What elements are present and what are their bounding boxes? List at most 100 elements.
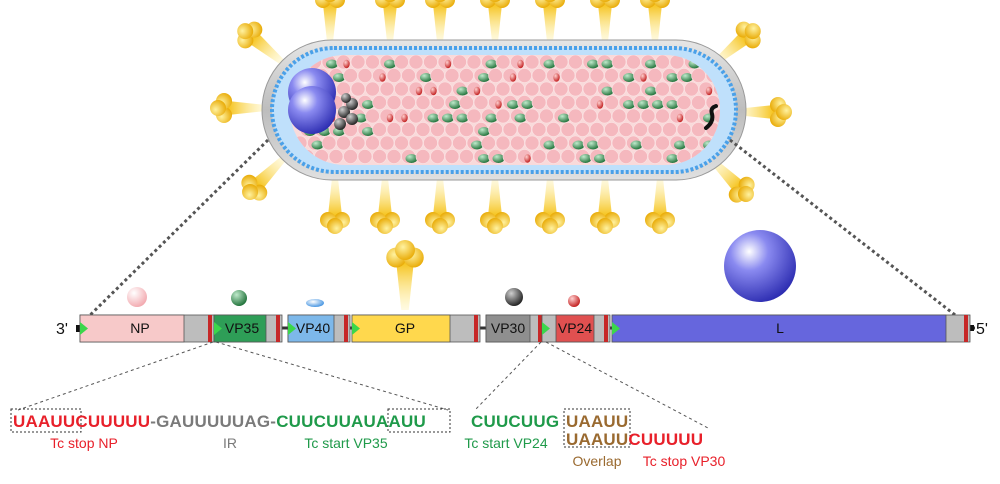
np-particle <box>546 95 561 110</box>
np-particle <box>408 108 424 124</box>
np-particle <box>372 95 387 110</box>
label-tc-stop-np: Tc stop NP <box>50 435 118 451</box>
np-particle <box>531 122 547 137</box>
np-particle <box>415 149 431 164</box>
np-particle <box>633 149 648 164</box>
vp24-particle <box>401 113 408 123</box>
np-particle <box>560 149 576 164</box>
gene-vp40-label: VP40 <box>296 320 330 336</box>
np-particle <box>401 122 416 137</box>
np-particle <box>357 68 373 83</box>
np-particle <box>546 122 561 137</box>
vp35-particle <box>311 140 324 150</box>
vp35-particle <box>355 113 367 123</box>
gp-spike <box>645 178 675 234</box>
junction-zoom-line <box>545 341 709 429</box>
np-particle <box>336 135 351 151</box>
np-particle <box>531 149 547 164</box>
np-particle <box>553 135 569 151</box>
np-particle <box>502 149 518 164</box>
np-particle <box>568 55 583 70</box>
np-particle <box>575 122 590 137</box>
gp-spike <box>425 178 455 234</box>
stop-signal-icon <box>964 315 968 342</box>
np-particle <box>655 81 670 97</box>
label-ir: IR <box>223 435 237 451</box>
np-particle <box>568 81 583 97</box>
gene-gp-orf <box>351 314 451 343</box>
np-particle <box>510 135 525 151</box>
np-particle <box>386 68 402 83</box>
vp24-particle <box>386 113 394 123</box>
vp24-particle <box>509 73 517 82</box>
vp35-particle <box>362 100 374 109</box>
np-particle <box>618 149 634 164</box>
gene-np-orf <box>79 314 185 343</box>
stop-signal-icon <box>474 315 478 342</box>
np-particle <box>655 108 670 124</box>
np-particle <box>415 122 431 137</box>
seq-start-signal: CUUCUUA <box>276 412 363 431</box>
np-particle <box>691 95 706 110</box>
vp35-particle <box>623 100 635 109</box>
np-particle <box>473 95 489 110</box>
protein-icons <box>127 230 796 310</box>
stop-signal-icon <box>344 315 348 342</box>
vp35-particle <box>478 73 490 82</box>
np-particle <box>444 149 460 164</box>
vp35-particle <box>652 100 664 109</box>
vp35-particle <box>623 73 635 82</box>
np-particle <box>618 122 634 137</box>
np-particle <box>611 135 627 151</box>
np-particle <box>459 95 474 110</box>
seq-overlap-bottom-row: UAAUUCUUUUU <box>566 430 703 449</box>
np-particle <box>430 122 445 137</box>
gp-spike <box>425 0 455 42</box>
seq-stop-motif: UAAUU <box>13 412 75 431</box>
vp35-particle <box>456 113 469 123</box>
np-particle <box>691 122 706 137</box>
np-particle <box>575 95 590 110</box>
np-particle <box>372 149 387 164</box>
label-overlap: Overlap <box>572 453 621 469</box>
overlap-box <box>563 408 631 448</box>
np-particle <box>452 55 467 70</box>
l-protein-icon <box>724 230 796 302</box>
stop-signal-icon <box>538 315 542 342</box>
np-particle <box>611 108 627 124</box>
vp35-particle <box>326 59 338 69</box>
np-particle <box>517 122 532 137</box>
vp24-particle <box>517 59 524 69</box>
gp-spike <box>535 0 565 42</box>
gp-spike <box>640 0 670 42</box>
gene-l-label: L <box>776 320 784 336</box>
zoom-line-right <box>729 138 969 327</box>
vp35-particle <box>514 113 527 123</box>
np-particle <box>560 68 576 83</box>
start-signal-icon <box>214 322 222 335</box>
vp35-particle <box>579 154 592 163</box>
gene-vp30-label: VP30 <box>491 320 525 336</box>
np-particle <box>328 149 344 164</box>
vp30-cluster <box>334 93 358 130</box>
np-particle <box>430 95 445 110</box>
stop-motif-box <box>10 408 82 433</box>
np-particle <box>408 135 424 151</box>
np-particle <box>365 108 380 124</box>
np-protein-icon <box>127 287 147 307</box>
np-particle <box>379 81 395 97</box>
vp35-particle <box>478 154 490 163</box>
vp35-particle <box>594 154 606 163</box>
vp35-particle <box>630 140 643 150</box>
np-particle <box>647 149 663 164</box>
np-particle <box>539 81 554 97</box>
vp35-particle <box>645 86 657 96</box>
gp-spike <box>320 178 350 234</box>
np-particle <box>676 122 692 137</box>
np-particle <box>546 149 561 164</box>
np-particle <box>684 108 699 124</box>
np-particle <box>444 122 460 137</box>
np-particle <box>589 122 605 137</box>
